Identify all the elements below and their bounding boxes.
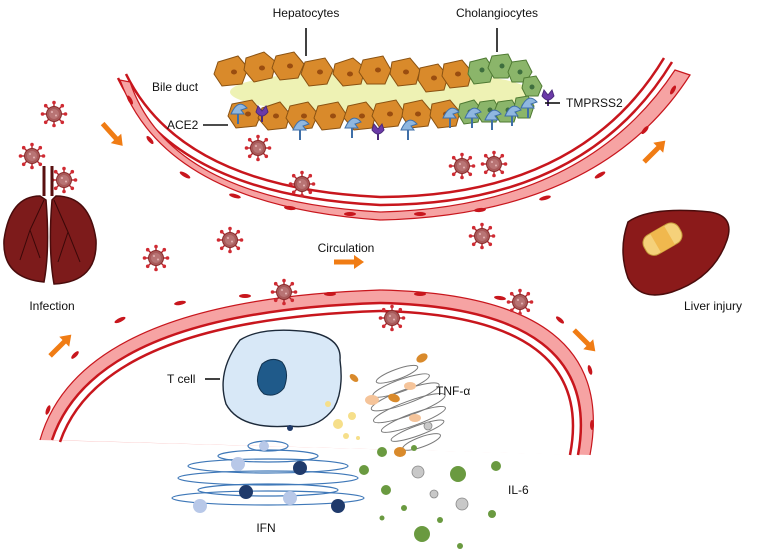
upper-vessel (116, 57, 691, 221)
ifn-cytokines (171, 440, 365, 513)
label-ifn: IFN (256, 521, 275, 535)
label-circulation: Circulation (318, 241, 375, 255)
label-infection: Infection (29, 299, 74, 313)
t-cell-icon (222, 329, 342, 431)
liver-icon (622, 209, 730, 296)
il6-cytokines (359, 421, 501, 549)
lung-icon (3, 166, 97, 285)
label-ace2: ACE2 (167, 118, 199, 132)
leader-lines (203, 28, 560, 380)
label-tmprss2: TMPRSS2 (566, 96, 623, 110)
label-tnf-alpha: TNF-α (436, 384, 470, 398)
label-cholangiocytes: Cholangiocytes (456, 6, 538, 20)
label-il6: IL-6 (508, 483, 529, 497)
label-liver-injury: Liver injury (684, 299, 742, 313)
tnf-alpha-cytokines (325, 353, 446, 457)
label-bile-duct: Bile duct (152, 80, 199, 94)
label-hepatocytes: Hepatocytes (273, 6, 340, 20)
label-t-cell: T cell (167, 372, 195, 386)
